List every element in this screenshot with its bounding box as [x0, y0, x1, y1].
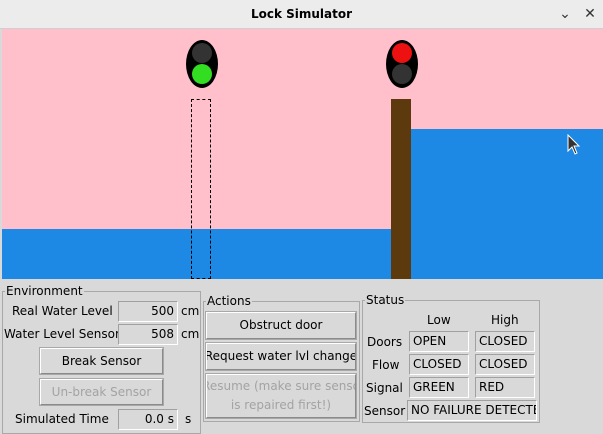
time-unit: s: [185, 412, 192, 426]
flow-label: Flow: [372, 358, 400, 372]
obstruct-door-button[interactable]: Obstruct door: [205, 311, 357, 340]
flow-low-field: CLOSED: [409, 354, 469, 375]
high-water: [411, 129, 603, 279]
request-water-change-button[interactable]: Request water lvl change: [205, 342, 357, 371]
low-red-lamp: [192, 43, 212, 63]
environment-legend: Environment: [6, 284, 83, 298]
lock-canvas: [2, 29, 603, 279]
col-low-header: Low: [427, 313, 451, 327]
doors-label: Doors: [367, 335, 403, 349]
time-field[interactable]: 0.0 s: [118, 409, 178, 430]
high-traffic-light: [386, 40, 418, 88]
actions-legend: Actions: [207, 294, 251, 308]
sensor-status-label: Sensor: [364, 404, 406, 418]
real-level-field[interactable]: 500: [118, 301, 178, 322]
minimize-button[interactable]: ⌄: [559, 6, 571, 22]
sensor-label: Water Level Sensor: [4, 327, 120, 341]
title-bar: Lock Simulator ⌄ ✕: [0, 0, 603, 29]
signal-label: Signal: [366, 381, 403, 395]
high-red-lamp: [392, 43, 412, 63]
high-gate: [391, 99, 411, 279]
sensor-unit: cm: [181, 327, 200, 341]
sensor-status-field: NO FAILURE DETECTED: [407, 400, 537, 421]
time-label: Simulated Time: [15, 412, 109, 426]
status-group: Status: [362, 293, 540, 423]
resume-button[interactable]: Resume (make sure senso is repaired firs…: [205, 373, 357, 419]
resume-line-1: Resume (make sure senso: [206, 379, 356, 393]
window-title: Lock Simulator: [250, 7, 353, 21]
break-sensor-button[interactable]: Break Sensor: [39, 347, 164, 375]
signal-low-field: GREEN: [409, 377, 469, 398]
signal-high-field: RED: [475, 377, 535, 398]
resume-line-2: is repaired first!): [230, 398, 332, 412]
real-level-label: Real Water Level: [12, 304, 113, 318]
col-high-header: High: [491, 313, 519, 327]
doors-high-field: CLOSED: [475, 331, 535, 352]
low-traffic-light: [186, 40, 218, 88]
close-button[interactable]: ✕: [584, 6, 596, 22]
flow-high-field: CLOSED: [475, 354, 535, 375]
unbreak-sensor-button[interactable]: Un-break Sensor: [39, 378, 164, 406]
low-gate-open: [191, 99, 211, 279]
doors-low-field: OPEN: [409, 331, 469, 352]
high-green-lamp: [392, 64, 412, 84]
status-legend: Status: [366, 293, 405, 307]
real-level-unit: cm: [181, 304, 200, 318]
sensor-field[interactable]: 508: [118, 324, 178, 345]
low-water: [2, 229, 391, 279]
low-green-lamp: [192, 64, 212, 84]
actions-group: Actions: [203, 294, 360, 422]
mouse-cursor-icon: [567, 134, 581, 155]
